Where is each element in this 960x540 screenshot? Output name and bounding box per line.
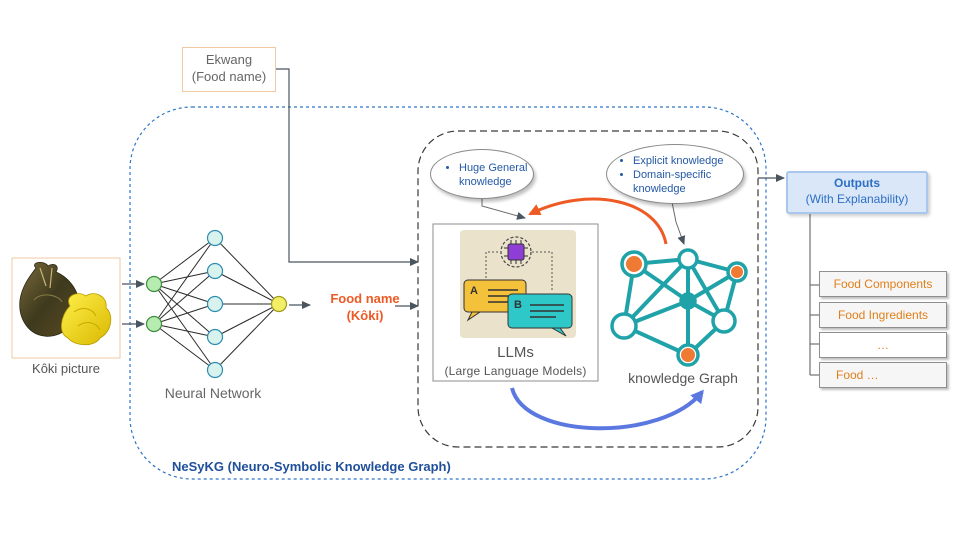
nn-output-line1: Food name <box>330 291 400 306</box>
nn-connection <box>214 237 280 305</box>
outputs-title: Outputs <box>834 176 880 190</box>
nn-connection <box>214 270 280 305</box>
food-name-input-line1: Ekwang <box>205 52 253 67</box>
nn-connection <box>153 237 216 325</box>
nn-connection <box>153 283 216 305</box>
llm-subtitle: (Large Language Models) <box>444 364 587 378</box>
nn-output-node <box>270 295 288 313</box>
llm-to-kg-arrow <box>510 387 704 431</box>
nn-hidden-node <box>206 361 224 379</box>
llm-knowledge-text: Huge General knowledge <box>459 161 543 189</box>
knowledge-graph-label: knowledge Graph <box>628 370 738 386</box>
food-name-input-line2: (Food name) <box>191 69 267 84</box>
neural-network-label: Neural Network <box>164 385 262 401</box>
nn-connection <box>153 283 216 371</box>
output-item: Food … <box>819 362 947 388</box>
output-item: Food Ingredients <box>819 302 947 328</box>
nn-connection <box>214 303 280 338</box>
llm-option-b: B <box>514 299 522 311</box>
neural-network <box>145 229 288 379</box>
nn-connection <box>153 283 216 338</box>
nn-hidden-node <box>206 295 224 313</box>
outputs-connector <box>809 214 819 376</box>
nn-connection <box>153 323 216 338</box>
kg-knowledge-bubble: Explicit knowledge Domain-specific knowl… <box>606 144 744 204</box>
koki-picture <box>11 257 121 359</box>
diagram-title: NeSyKG (Neuro-Symbolic Knowledge Graph) <box>172 459 451 474</box>
llm-knowledge-bubble: Huge General knowledge <box>430 149 534 199</box>
llm-option-a: A <box>470 285 478 297</box>
nn-hidden-node <box>206 262 224 280</box>
nn-connection <box>214 303 280 371</box>
nn-output-line2: (Kôki) <box>346 308 384 323</box>
output-item: … <box>819 332 947 358</box>
nn-connection <box>153 323 216 371</box>
kg-knowledge-item-1: Explicit knowledge <box>633 154 733 168</box>
llm-kg-boundary <box>417 130 759 448</box>
kg-to-llm-arrow <box>528 197 668 245</box>
food-name-to-llm-arrow <box>276 68 419 266</box>
output-item: Food Components <box>819 271 947 297</box>
outputs-box <box>786 171 928 214</box>
nn-connection <box>153 237 216 285</box>
kg-knowledge-item-2: Domain-specific knowledge <box>633 168 733 196</box>
nn-hidden-node <box>206 229 224 247</box>
picture-caption: Kôki picture <box>32 361 100 376</box>
nn-input-node <box>145 275 163 293</box>
nn-input-node <box>145 315 163 333</box>
outputs-subtitle: (With Explanability) <box>805 192 909 206</box>
llm-title: LLMs <box>497 344 534 361</box>
nesykg-boundary <box>129 106 767 480</box>
nn-connection <box>153 270 216 285</box>
nn-connection <box>153 303 216 325</box>
nn-connection <box>153 270 216 325</box>
food-name-input-box <box>182 47 276 92</box>
llm-icon <box>460 230 576 338</box>
nn-hidden-node <box>206 328 224 346</box>
knowledge-graph-icon <box>610 248 748 367</box>
